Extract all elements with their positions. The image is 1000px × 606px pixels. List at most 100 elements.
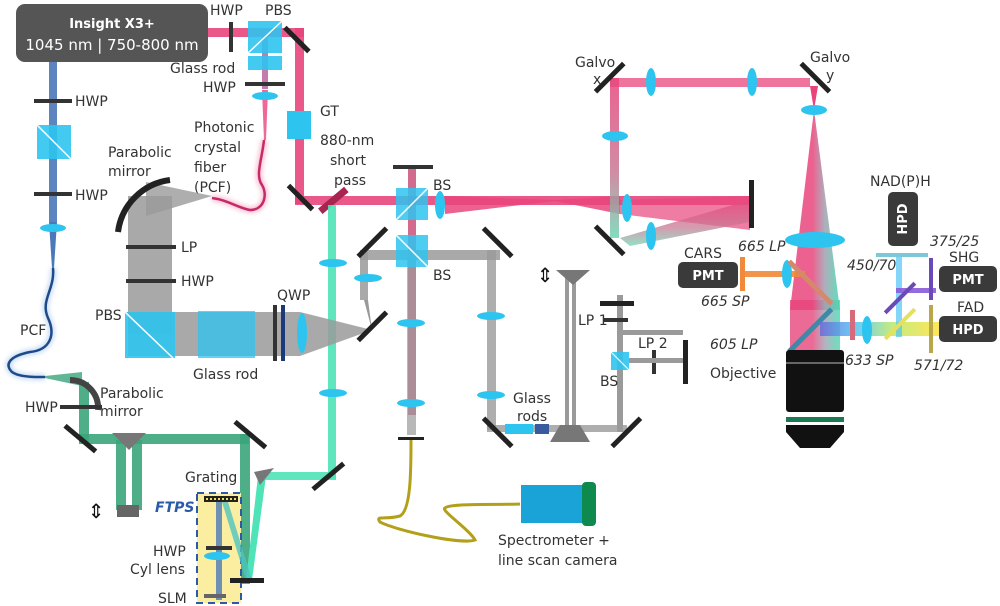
633sp-label: 633 SP xyxy=(845,353,894,369)
605lp-label: 605 LP xyxy=(710,337,758,353)
lp-label: LP xyxy=(181,240,197,256)
glass-rod-top-label: Glass rod xyxy=(170,61,235,77)
lens xyxy=(477,312,505,320)
hwp-left1-label: HWP xyxy=(75,94,108,110)
lens xyxy=(354,274,382,282)
lens xyxy=(319,389,347,397)
svg-text:crystal: crystal xyxy=(194,140,241,156)
galvo-x-mirror[interactable] xyxy=(593,61,626,94)
665lp-dichroic xyxy=(787,259,834,306)
shg-filter xyxy=(929,258,933,300)
571-72-label: 571/72 xyxy=(914,358,963,374)
lp2-label: LP 2 xyxy=(638,336,668,352)
objective-label: Objective xyxy=(710,366,776,382)
photonic-crystal-fiber xyxy=(211,139,266,212)
pbs-gray-label: PBS xyxy=(95,308,122,324)
mirror xyxy=(683,340,688,384)
mirror xyxy=(749,180,754,228)
mirror xyxy=(63,423,98,454)
lens xyxy=(435,191,445,219)
glass-rods-dark xyxy=(535,424,549,434)
long-pass-filter xyxy=(126,245,176,249)
lens xyxy=(747,68,757,96)
lens xyxy=(397,319,425,327)
hwp-left2 xyxy=(34,192,72,196)
hwp-gray-label: HWP xyxy=(181,274,214,290)
tube-lens xyxy=(785,232,845,248)
cyl-lens-label: Cyl lens xyxy=(130,562,185,578)
slm xyxy=(204,594,226,598)
lens xyxy=(602,131,628,141)
cars-label: CARS xyxy=(684,246,722,262)
svg-text:(PCF): (PCF) xyxy=(194,180,231,196)
glass-rods xyxy=(505,424,533,434)
mirror xyxy=(356,310,389,343)
galvo-x-label: Galvo x xyxy=(575,55,615,88)
laser-source: Insight X3+ 1045 nm | 750-800 nm xyxy=(16,4,208,62)
parabolic-mirror-bottom-label: Parabolic mirror xyxy=(100,386,164,420)
laser-name: Insight X3+ xyxy=(69,17,155,32)
hwp-ftps xyxy=(206,546,232,550)
translation-stage-icon: ⇕ xyxy=(537,263,554,287)
cars-pmt xyxy=(678,262,738,288)
665sp-label: 665 SP xyxy=(701,294,750,310)
beam-green xyxy=(45,205,336,584)
galvo-y-mirror[interactable] xyxy=(799,61,832,94)
571-72-dichroic xyxy=(883,307,917,341)
lens xyxy=(40,224,66,232)
lens xyxy=(297,313,307,353)
pbs-top xyxy=(247,20,283,54)
pcf-left-fiber xyxy=(7,267,55,379)
qwp-label: QWP xyxy=(277,288,310,304)
galvo-y-label: Galvo y xyxy=(810,50,850,84)
hwp-left2-label: HWP xyxy=(75,188,108,204)
605lp-dichroic xyxy=(787,307,834,354)
shg-pmt-label: PMT xyxy=(952,273,983,288)
svg-text:mirror: mirror xyxy=(108,164,151,180)
svg-text:Galvo: Galvo xyxy=(810,50,850,66)
mirror xyxy=(283,25,311,54)
633sp-filter xyxy=(850,310,855,340)
translation-stage-icon: ⇕ xyxy=(88,499,105,523)
svg-text:mirror: mirror xyxy=(100,404,143,420)
svg-text:880-nm: 880-nm xyxy=(320,133,374,149)
nadph-hpd xyxy=(888,192,918,246)
retroreflector-base xyxy=(117,505,139,517)
svg-text:Glass: Glass xyxy=(513,391,551,407)
mirror xyxy=(610,416,643,449)
parabolic-mirror-top-label: Parabolic mirror xyxy=(108,145,172,180)
mirror-top-bs xyxy=(393,165,433,169)
hwp-ftps-label: HWP xyxy=(153,544,186,560)
pbs-top-label: PBS xyxy=(265,3,292,19)
beam-splitter-2 xyxy=(395,234,429,268)
svg-text:Photonic: Photonic xyxy=(194,120,254,136)
svg-text:short: short xyxy=(330,153,366,169)
cars-pmt-label: PMT xyxy=(692,269,723,284)
svg-text:Parabolic: Parabolic xyxy=(108,145,172,161)
hwp-gray xyxy=(126,279,176,283)
beam-splitter-1 xyxy=(395,187,429,221)
571-72-filter xyxy=(929,305,933,353)
line-scan-camera xyxy=(582,482,596,526)
450-70-label: 450/70 xyxy=(847,258,896,274)
450-70-dichroic xyxy=(883,281,917,315)
svg-text:Spectrometer +: Spectrometer + xyxy=(498,533,610,549)
lens xyxy=(252,92,278,100)
cylindrical-lens xyxy=(204,552,230,560)
pcf-left-label: PCF xyxy=(20,323,46,339)
slm-label: SLM xyxy=(158,591,187,606)
lens xyxy=(319,259,347,267)
glass-rod-gray xyxy=(198,311,255,358)
glass-rod-gray-label: Glass rod xyxy=(193,367,258,383)
hwp-qwp-plate xyxy=(273,305,277,361)
mirror xyxy=(356,226,389,259)
lens xyxy=(477,391,505,399)
lens xyxy=(801,105,827,115)
mirror xyxy=(481,226,514,259)
svg-text:Galvo: Galvo xyxy=(575,55,615,71)
lens xyxy=(622,194,632,222)
pbs-gray xyxy=(124,311,175,359)
ftps-pulse-shaper xyxy=(196,492,252,604)
mirror xyxy=(600,301,634,306)
